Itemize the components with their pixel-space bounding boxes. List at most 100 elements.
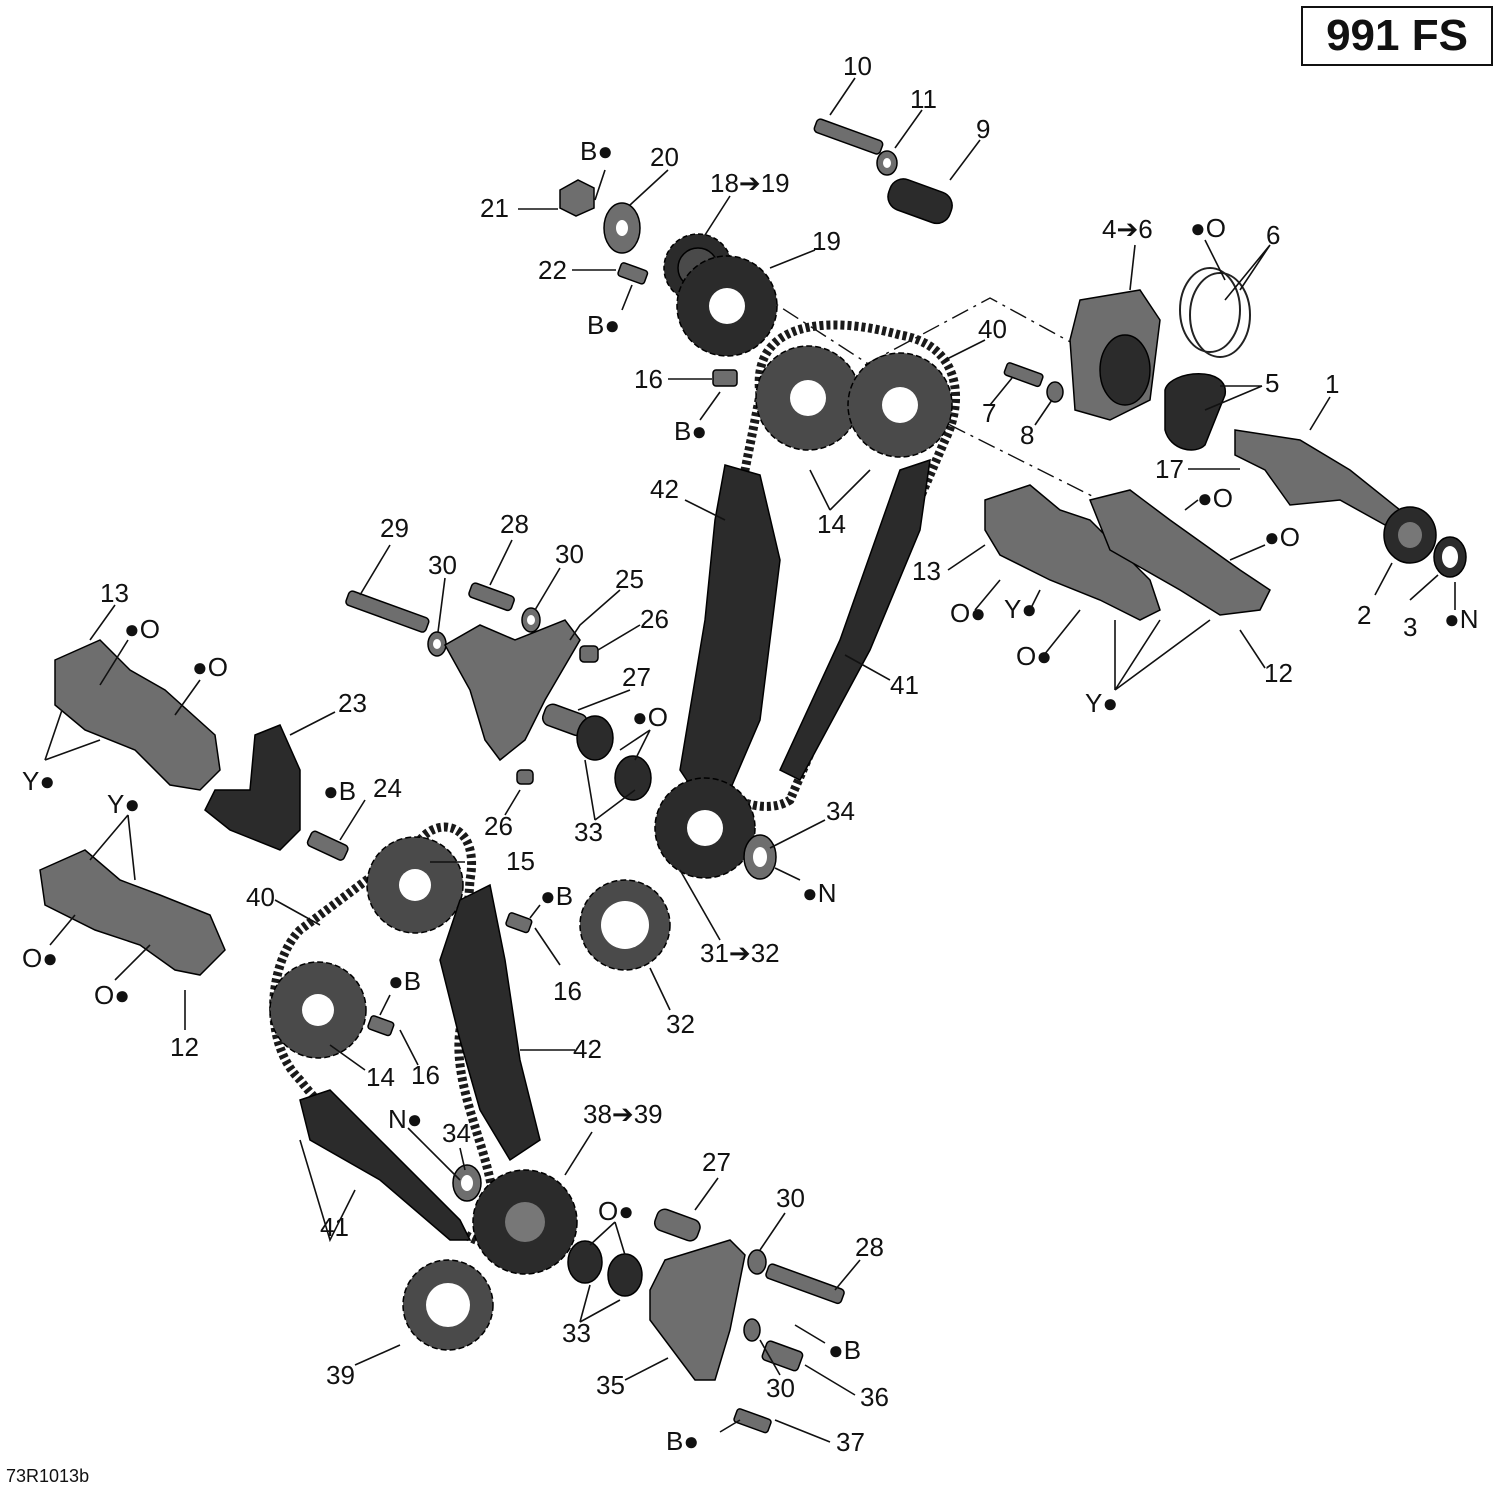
label-grease-b-16: B● [674, 416, 707, 446]
label-part-32: 32 [666, 1009, 695, 1039]
chain-guide-42-upper [679, 464, 781, 801]
label-part-30-c: 30 [776, 1183, 805, 1213]
label-part-15: 15 [506, 846, 535, 876]
label-oil-r2: O● [1016, 641, 1052, 671]
needle-bearing-33-upper [576, 715, 652, 801]
label-grease-b-top: B● [580, 136, 613, 166]
bracket-35 [649, 1239, 746, 1381]
bearing-2 [1383, 506, 1437, 564]
washer-11 [876, 150, 898, 176]
screw-16-top [712, 369, 738, 387]
label-part-35: 35 [596, 1370, 625, 1400]
label-seal-n-34b: N● [388, 1104, 422, 1134]
seal-3 [1433, 536, 1467, 578]
label-seal-n-34: ●N [802, 878, 836, 908]
label-part-39: 39 [326, 1360, 355, 1390]
label-oil-33b: O● [598, 1196, 634, 1226]
label-part-22: 22 [538, 255, 567, 285]
dowel-26-a [579, 645, 599, 663]
bolt-28-lower [765, 1263, 845, 1305]
label-oil-6: ●O [1190, 213, 1226, 243]
screw-16-lower [367, 1015, 395, 1037]
label-oil-l3: O● [22, 943, 58, 973]
screw-24 [306, 830, 349, 861]
label-part-13-left: 13 [100, 578, 129, 608]
screw-16-mid [505, 912, 533, 934]
gear-32 [579, 879, 671, 971]
label-part-41-left: 41 [320, 1212, 349, 1242]
washer-34-upper [743, 834, 777, 880]
label-grease-b-16c: ●B [388, 966, 421, 996]
chain-tensioner-41-upper [779, 458, 931, 781]
label-part-24: 24 [373, 773, 402, 803]
label-part-16-mid: 16 [553, 976, 582, 1006]
label-part-13-right: 13 [912, 556, 941, 586]
pin-27-lower [653, 1208, 701, 1242]
label-part-11: 11 [910, 84, 937, 114]
label-part-20: 20 [650, 142, 679, 172]
gear-39 [402, 1259, 494, 1351]
label-part-42-left: 42 [573, 1034, 602, 1064]
screw-7 [1003, 362, 1044, 388]
label-part-9: 9 [976, 114, 990, 144]
label-oil-l4: O● [94, 980, 130, 1010]
nut-21 [559, 179, 595, 217]
shaft-1 [1234, 429, 1402, 526]
label-part-2: 2 [1357, 600, 1371, 630]
label-part-30-b: 30 [555, 539, 584, 569]
camshaft-13-right [984, 484, 1161, 621]
label-part-23: 23 [338, 688, 367, 718]
screw-22 [617, 262, 649, 285]
label-grease-y-l1: Y● [22, 766, 55, 796]
label-part-18-19: 18➔19 [710, 168, 790, 198]
bolt-29 [345, 590, 430, 633]
label-part-8: 8 [1020, 420, 1034, 450]
label-part-33-a: 33 [574, 817, 603, 847]
washer-30-a [427, 631, 447, 657]
label-part-17: 17 [1155, 454, 1184, 484]
label-grease-y-r1: Y● [1004, 594, 1037, 624]
screw-36 [761, 1340, 804, 1372]
washer-34-lower [452, 1164, 482, 1202]
camshaft-12-right [1088, 489, 1271, 616]
label-part-14-top: 14 [817, 509, 846, 539]
model-title: 991 FS [1301, 6, 1493, 66]
label-part-36: 36 [860, 1382, 889, 1412]
label-grease-b-22: B● [587, 310, 620, 340]
label-part-4-6: 4➔6 [1102, 214, 1153, 244]
bolt-10 [813, 118, 884, 155]
label-part-41-top: 41 [890, 670, 919, 700]
label-part-3: 3 [1403, 612, 1417, 642]
label-grease-b-16b: ●B [540, 881, 573, 911]
label-grease-b-37: B● [666, 1426, 699, 1456]
label-part-6: 6 [1266, 220, 1280, 250]
label-part-40-left: 40 [246, 882, 275, 912]
gear-31-upper [654, 777, 756, 879]
label-part-25: 25 [615, 564, 644, 594]
label-part-19: 19 [812, 226, 841, 256]
label-part-10: 10 [843, 51, 872, 81]
label-part-16-left: 16 [411, 1060, 440, 1090]
label-oil-l1: ●O [124, 614, 160, 644]
label-part-40-top: 40 [978, 314, 1007, 344]
washer-30-b [521, 607, 541, 633]
label-part-26-a: 26 [640, 604, 669, 634]
o-ring-6 [1179, 267, 1251, 358]
washer-20 [603, 202, 641, 254]
label-part-37: 37 [836, 1427, 865, 1457]
camshaft-13-left [54, 639, 221, 791]
gear-38 [472, 1169, 578, 1275]
screw-37 [733, 1408, 772, 1434]
tensioner-23 [204, 724, 301, 851]
label-grease-y-l2: Y● [107, 789, 140, 819]
bearing-housing-4 [1069, 289, 1161, 421]
label-grease-b-24: ●B [323, 776, 356, 806]
chain-guide-42-lower [439, 883, 541, 1162]
label-grease-b-36: ●B [828, 1335, 861, 1365]
label-part-14-left: 14 [366, 1062, 395, 1092]
washer-30-c [747, 1249, 767, 1275]
sprocket-14-upper-right [847, 352, 953, 458]
sprocket-14-upper-left [755, 345, 861, 451]
bracket-25 [443, 619, 581, 762]
